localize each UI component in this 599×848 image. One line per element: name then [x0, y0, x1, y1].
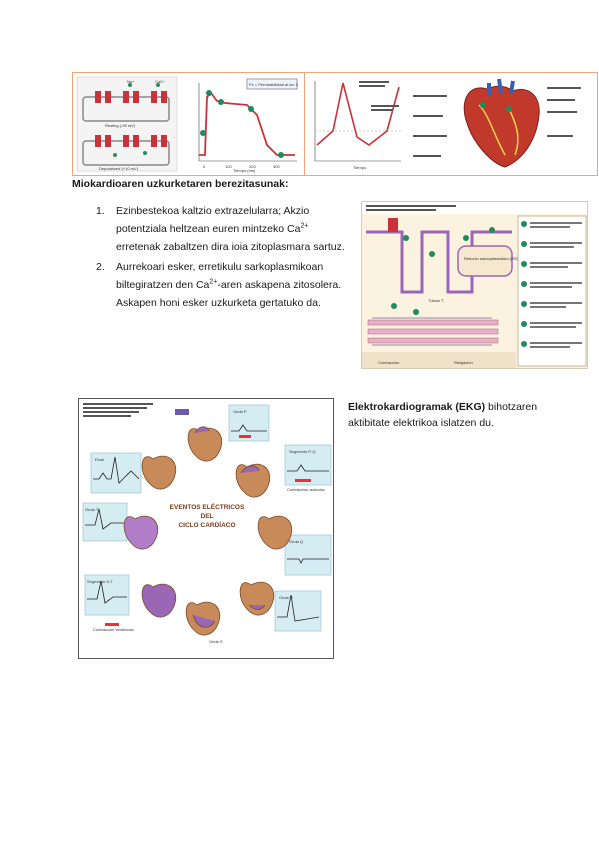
- list-item: 1. Ezinbestekoa kaltzio extrazelularra; …: [96, 202, 351, 256]
- ekg-term: Elektrokardiogramak (EKG): [348, 401, 486, 413]
- panel-divider: [304, 73, 305, 175]
- ekg-center-title-3: CICLO CARDÍACO: [178, 520, 235, 529]
- tick-100: 100: [225, 164, 232, 169]
- time-label-2: Tiempo: [353, 165, 367, 170]
- list-text: Ezinbestekoa kaltzio extrazelularra; Akz…: [116, 205, 310, 235]
- heart-conduction-illustration: [413, 78, 581, 168]
- contraction-label: Contracción: [378, 360, 399, 365]
- pacemaker-graph: Tiempo: [314, 81, 401, 170]
- ion-channel-diagram: Na+ Ca2+ Resting (-90 mV) Depolarized (+…: [76, 76, 178, 172]
- list-number: 2.: [96, 261, 105, 273]
- final-label: Final: [95, 457, 104, 462]
- list-text: Aurrekoari esker, erretikulu sarkoplasmi…: [116, 261, 324, 291]
- sr-label: Retículo sarcoplasmático (RS): [464, 256, 519, 261]
- list-item: 2. Aurrekoari esker, erretikulu sarkopla…: [96, 258, 351, 312]
- list-sup: 2+: [209, 278, 218, 286]
- time-axis-label: Tiempo (ms): [233, 168, 256, 173]
- onda-t-label: Onda T: [85, 507, 99, 512]
- t-tubule-label: Túbulo T: [428, 298, 444, 303]
- onda-r-label: Onda R: [279, 595, 293, 600]
- ca-label: Ca2+: [155, 79, 165, 84]
- section-heading: Miokardioaren uzkurketaren berezitasunak…: [72, 178, 289, 190]
- segmento-st-label: Segmento S-T: [87, 579, 113, 584]
- ekg-center-title-2: DEL: [201, 513, 214, 520]
- list-sup: 2+: [300, 222, 309, 230]
- permeability-note: Px = Permeabilidad al ion X: [249, 82, 299, 87]
- action-potential-graph: Px = Permeabilidad al ion X 0 100 200 30…: [181, 75, 301, 173]
- list-number: 1.: [96, 205, 105, 217]
- ekg-definition: bihotzaren aktibitate elektrikoa islatze…: [348, 401, 538, 429]
- top-figure-strip: Na+ Ca2+ Resting (-90 mV) Depolarized (+…: [72, 72, 598, 176]
- depolarized-label: Depolarized (+10 mV): [99, 166, 139, 171]
- na-label: Na+: [127, 79, 135, 84]
- onda-s-label: Onda S: [209, 639, 223, 644]
- resting-label: Resting (-90 mV): [105, 123, 136, 128]
- tick-0: 0: [203, 164, 206, 169]
- tick-300: 300: [273, 164, 280, 169]
- ekg-center-title-1: EVENTOS ELÉCTRICOS: [170, 502, 245, 511]
- onda-p-label: Onda P: [233, 409, 247, 414]
- ekg-cycle-diagram: EVENTOS ELÉCTRICOS DEL CICLO CARDÍACO On…: [82, 403, 332, 644]
- list-text-end: -aren askapena zitosolera. Askapen honi …: [116, 279, 342, 309]
- segmento-pq-label: Segmento P-Q: [289, 449, 315, 454]
- contraction-list: 1. Ezinbestekoa kaltzio extrazelularra; …: [96, 202, 351, 312]
- ec-coupling-diagram: Contracción Relajación Túbulo T Retículo…: [362, 202, 587, 368]
- tick-200: 200: [249, 164, 256, 169]
- ekg-paragraph: Elektrokardiogramak (EKG) bihotzaren akt…: [348, 399, 578, 431]
- relaxation-label: Relajación: [454, 360, 473, 365]
- list-text-end: erretenak zabaltzen dira ioia zitoplasma…: [116, 241, 345, 253]
- ventricular-contraction-label: Contracción ventricular: [93, 627, 135, 632]
- onda-q-label: Onda Q: [289, 539, 303, 544]
- ekg-cycle-figure: EVENTOS ELÉCTRICOS DEL CICLO CARDÍACO On…: [78, 398, 334, 659]
- atrial-contraction-label: Contracción auricular: [287, 487, 325, 492]
- ec-coupling-figure: Contracción Relajación Túbulo T Retículo…: [361, 201, 588, 369]
